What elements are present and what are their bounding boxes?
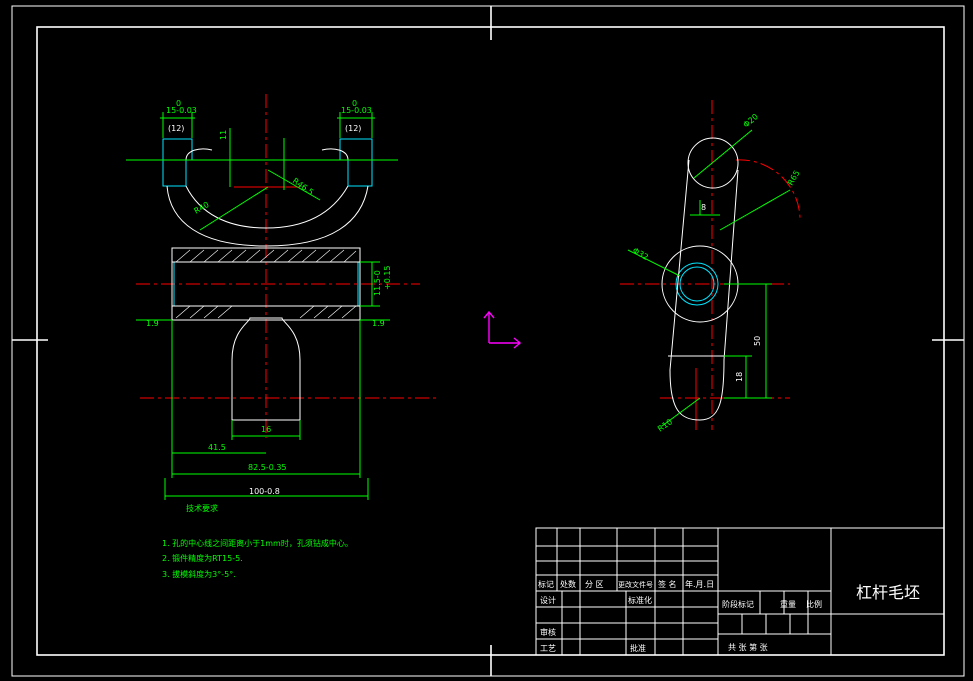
note-2: 2. 锻件精度为RT15-5. (162, 553, 243, 563)
tb-label-sign: 签 名 (658, 579, 677, 589)
dim-hub-dia: 11.5-0 (373, 270, 382, 296)
right-fork-jaw (339, 138, 373, 187)
outer-frame (11, 5, 965, 677)
tb-review: 审核 (540, 627, 556, 637)
lever-outline (669, 159, 739, 421)
fork-outer-arc (166, 185, 369, 247)
ucs-icon (483, 310, 522, 349)
dim-v18: 18 (735, 372, 744, 382)
lever-stem (231, 317, 301, 421)
tb-stage: 阶段标记 (722, 599, 754, 609)
tb-standard: 标准化 (628, 595, 652, 605)
hub-hole-inner (679, 266, 715, 302)
dim-w82: 82.5-0.35 (248, 463, 287, 472)
dim-top-right-sub: (12) (345, 124, 361, 133)
tb-scale: 比例 (806, 599, 822, 609)
dim-left-small: 1.9 (146, 319, 159, 328)
fork-inner-arc (185, 185, 349, 229)
dim-top-dia: Φ20 (742, 112, 760, 129)
hub-hatch-bottom (175, 305, 357, 319)
dim-r65: R65 (786, 169, 802, 187)
tb-label-count: 处数 (560, 579, 576, 589)
tb-design: 设计 (540, 595, 556, 605)
note-1: 1. 孔的中心线之间距离小于1mm时，孔须钻成中心。 (162, 538, 353, 548)
hub-hatch-top (175, 249, 357, 263)
dim-top-left: 15-0.03 (166, 106, 197, 115)
dim-top-left-sub: (12) (168, 124, 184, 133)
dim-top-right: 15-0.03 (341, 106, 372, 115)
dim-hub-dia2: +0.15 (383, 265, 392, 290)
front-dim-lines (126, 112, 398, 500)
tb-label-change: 更改文件号 (618, 580, 653, 589)
front-view (126, 94, 440, 500)
tb-label-date: 年.月.日 (685, 579, 714, 589)
dim-v50: 50 (753, 336, 762, 346)
hub-hole-outer (675, 262, 719, 306)
tb-sheets: 共 张 第 张 (728, 642, 768, 652)
tb-weight: 重量 (780, 599, 796, 609)
notes-title: 技术要求 (186, 503, 218, 513)
dim-w41: 41.5 (208, 443, 226, 452)
note-3: 3. 拔模斜度为3°-5°. (162, 569, 236, 579)
dim-w100: 100-0.8 (249, 487, 280, 496)
tb-process: 工艺 (540, 644, 556, 653)
hub-body (171, 247, 361, 321)
dim-v11: 11 (219, 130, 228, 140)
tb-approve: 批准 (630, 643, 646, 653)
left-jaw-curve (185, 148, 213, 161)
dim-zero-b: 0 (352, 99, 357, 108)
side-dim-lines (627, 129, 791, 427)
right-jaw-curve (321, 148, 349, 161)
left-fork-jaw (162, 138, 193, 187)
dim-stem: 16 (261, 425, 271, 434)
top-boss (687, 137, 739, 189)
dim-zero-a: 0 (176, 99, 181, 108)
dim-right-small: 1.9 (372, 319, 385, 328)
dim-w8: 8 (701, 203, 706, 212)
title-block (535, 527, 945, 656)
tb-label-zone: 分 区 (585, 580, 604, 589)
dim-radius: R40 (193, 200, 211, 216)
tb-label-mark: 标记 (538, 579, 554, 589)
side-view (620, 100, 801, 430)
side-arc-r65 (735, 159, 801, 219)
part-name: 杠杆毛坯 (856, 583, 920, 602)
